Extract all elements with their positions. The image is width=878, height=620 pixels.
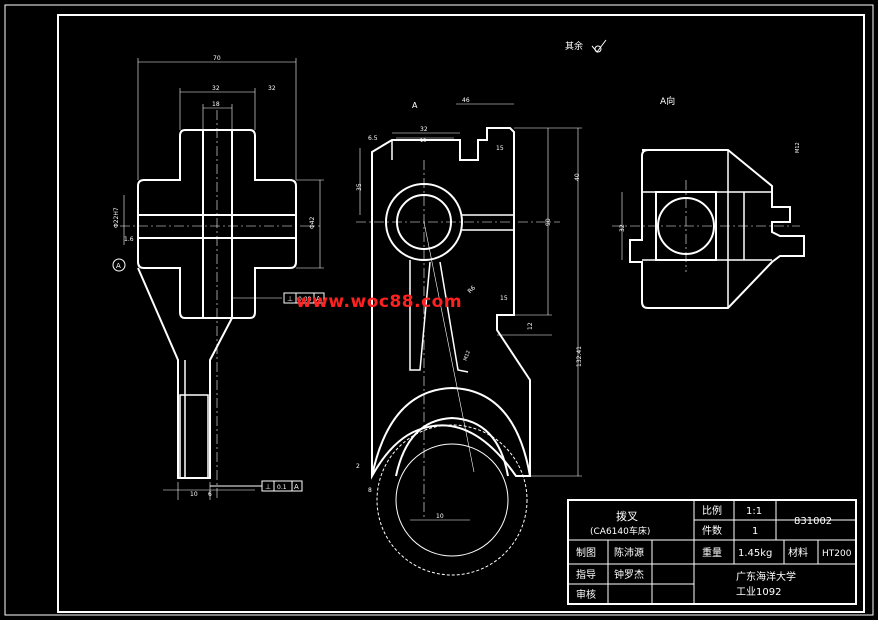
inner-border: [57, 14, 865, 613]
dim-32-left: 32: [212, 85, 220, 92]
advisor-label: 指导: [576, 568, 596, 581]
school-name: 广东海洋大学: [736, 570, 796, 583]
dim-18: 18: [212, 101, 220, 108]
scale-value: 1:1: [746, 506, 762, 517]
dim-15: 15: [496, 145, 504, 152]
gdt2-val: 0.1: [277, 484, 287, 491]
gdt-frame-1: [283, 292, 325, 304]
dim-10-main: 10: [436, 513, 444, 520]
gdt1-ref: A: [316, 295, 321, 303]
dim-70: 70: [213, 55, 221, 62]
gdt1-val: 0.08: [298, 296, 312, 303]
outer-border: [4, 4, 874, 616]
dim-32-aview: 32: [619, 224, 626, 232]
drawn-label: 制图: [576, 546, 596, 559]
gdt2-sym: ⊥: [265, 483, 271, 491]
surface-note: 其余: [565, 40, 583, 52]
dim-40: 40: [574, 173, 581, 181]
watermark: www.woc88.com: [296, 292, 463, 312]
gdt1-sym: ⊥: [287, 295, 293, 303]
advisor-name: 钟罗杰: [614, 568, 644, 581]
dim-2: 2: [356, 463, 360, 470]
section-a-label: A: [412, 101, 418, 110]
dim-32-right: 32: [268, 85, 276, 92]
dim-16: 16: [420, 138, 426, 144]
weight-value: 1.45kg: [738, 548, 772, 559]
class-name: 工业1092: [736, 586, 781, 598]
datum-a-label: A: [116, 262, 121, 270]
machine-name: (CA6140车床): [590, 525, 650, 537]
dim-m12: M12: [463, 350, 472, 362]
qty-label: 件数: [702, 524, 722, 537]
dim-90: 90: [545, 218, 552, 226]
dim-tol: Φ22H7: [113, 207, 120, 228]
drawing-number: 831002: [794, 516, 832, 527]
a-direction-view: [612, 149, 805, 309]
scale-label: 比例: [702, 504, 722, 517]
dim-132: 132.41: [576, 346, 583, 367]
dim-1-6: 1.6: [124, 236, 134, 243]
left-view: [120, 58, 324, 500]
dim-46: 46: [462, 97, 470, 104]
part-name: 拨叉: [616, 509, 638, 523]
dim-r6: R6: [466, 284, 477, 295]
dim-12: 12: [527, 322, 534, 330]
title-block: [567, 499, 857, 605]
review-label: 审核: [576, 588, 596, 601]
material-value: HT200: [822, 549, 852, 559]
dim-6: 6: [208, 491, 212, 498]
dim-32-main: 32: [420, 126, 428, 133]
dim-6-5: 6.5: [368, 135, 378, 142]
dim-m12-aview: M12: [795, 142, 801, 153]
main-view: [356, 103, 582, 576]
dim-8: 8: [368, 487, 372, 494]
drawn-by: 陈沛源: [614, 546, 644, 559]
qty-value: 1: [752, 526, 758, 537]
dim-15b: 15: [500, 295, 508, 302]
gdt-frame-2: [210, 480, 303, 492]
roughness-symbol-icon: [591, 39, 607, 53]
datum-a-icon: [112, 258, 126, 272]
material-label: 材料: [788, 546, 808, 559]
dim-phi42: Φ42: [309, 216, 316, 229]
a-view-title: A向: [660, 95, 675, 107]
dim-10: 10: [190, 491, 198, 498]
dim-35: 35: [356, 183, 363, 191]
gdt2-ref: A: [294, 483, 299, 491]
weight-label: 重量: [702, 546, 722, 559]
